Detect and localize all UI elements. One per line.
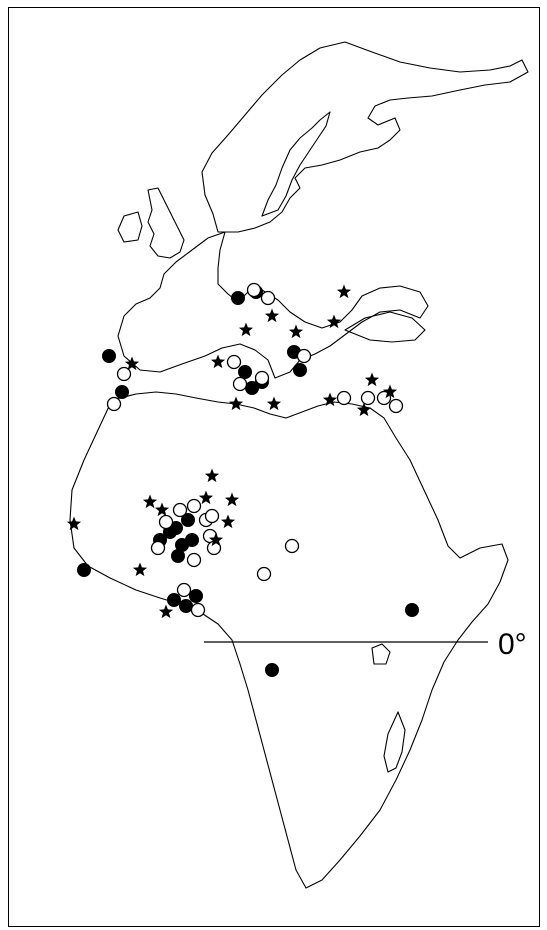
coast-britain [147,187,185,259]
star-marker [224,492,240,507]
open-circle-marker [388,398,404,414]
star-marker [204,468,220,483]
coast-europe-mainland [117,231,429,379]
star-marker [288,324,304,339]
coast-scandinavia [201,41,529,233]
open-circle-marker [158,514,174,530]
open-circle-marker [106,396,122,412]
star-marker [124,356,140,371]
star-marker [356,402,372,417]
open-circle-marker [116,366,132,382]
star-marker [228,396,244,411]
filled-circle-marker [185,533,199,547]
lake-victoria [371,643,391,665]
star-marker [220,514,236,529]
filled-circle-marker [189,589,203,603]
star-marker [210,354,226,369]
star-marker [336,284,352,299]
filled-circle-marker [293,363,307,377]
filled-circle-marker [171,549,185,563]
star-marker [326,314,342,329]
open-circle-marker [284,538,300,554]
open-circle-marker [296,348,312,364]
star-marker [158,604,174,619]
open-circle-marker [256,566,272,582]
filled-circle-marker [231,291,245,305]
filled-circle-marker [179,599,193,613]
star-marker [154,502,170,517]
open-circle-marker [226,354,242,370]
filled-circle-marker [238,365,252,379]
star-marker [382,384,398,399]
star-marker [142,494,158,509]
site-markers [66,282,419,677]
filled-circle-marker [181,513,195,527]
star-marker [198,490,214,505]
star-marker [364,372,380,387]
star-marker [208,532,224,547]
open-circle-marker [176,582,192,598]
coast-africa [69,391,509,889]
star-marker [66,516,82,531]
open-circle-marker [360,390,376,406]
open-circle-marker [190,602,206,618]
coast-black-sea [344,311,426,343]
star-marker [266,396,282,411]
star-marker [238,322,254,337]
star-marker [322,392,338,407]
open-circle-marker [186,498,202,514]
coast-madagascar [383,711,406,773]
open-circle-marker [150,540,166,556]
open-circle-marker [260,290,276,306]
filled-circle-marker [102,349,116,363]
open-circle-marker [246,282,262,298]
filled-circle-marker [405,603,419,617]
open-circle-marker [186,552,202,568]
open-circle-marker [254,370,270,386]
open-circle-marker [232,376,248,392]
star-marker [264,308,280,323]
filled-circle-marker [77,563,91,577]
open-circle-marker [336,390,352,406]
open-circle-marker [204,508,220,524]
equator-label: 0° [498,628,527,661]
coast-baltic [261,111,331,217]
filled-circle-marker [167,593,181,607]
filled-circle-marker [265,663,279,677]
star-marker [132,562,148,577]
open-circle-marker [172,502,188,518]
filled-circle-marker [115,385,129,399]
map-frame [8,7,540,927]
coast-ireland [117,211,143,243]
